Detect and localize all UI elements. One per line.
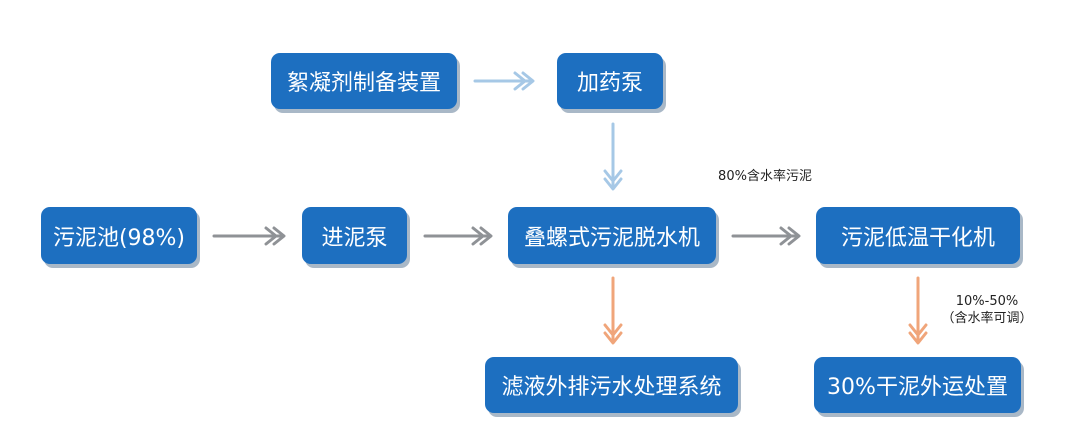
arrow-flocculant-to-dosing-pump [473,71,535,91]
arrow-dewatering-to-dryer [731,226,801,246]
node-dosing-pump: 加药泵 [557,53,663,109]
node-screw-dewatering: 叠螺式污泥脱水机 [508,207,716,264]
annotation-moisture-range: 10%-50% [955,294,1019,309]
node-dry-sludge-out: 30%干泥外运处置 [814,357,1021,413]
node-filtrate-system: 滤液外排污水处理系统 [485,357,738,413]
node-feed-pump: 进泥泵 [302,207,407,264]
node-flocculant-prep: 絮凝剂制备装置 [271,53,457,109]
annotation-moisture-80: 80%含水率污泥 [718,169,812,184]
annotation-moisture-adjustable: （含水率可调） [941,311,1033,326]
arrow-tank-to-feed-pump [212,226,286,246]
arrow-dewatering-to-filtrate [603,276,623,345]
node-low-temp-dryer: 污泥低温干化机 [816,207,1020,264]
node-sludge-tank: 污泥池(98%) [41,207,197,264]
arrow-feed-pump-to-dewatering [423,226,493,246]
arrow-dosing-pump-to-dewatering [603,122,623,191]
arrow-dryer-to-dry-sludge [908,276,928,345]
